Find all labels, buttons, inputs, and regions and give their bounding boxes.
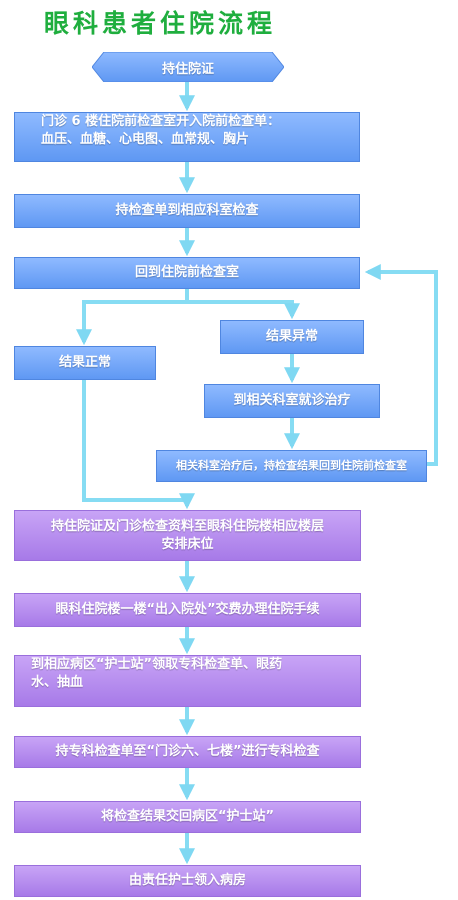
start-node: 持住院证 bbox=[92, 52, 284, 82]
pre-exam-line-2: 血压、血糖、心电图、血常规、胸片 bbox=[41, 132, 250, 147]
arrange-bed-step: 持住院证及门诊检查资料至眼科住院楼相应楼层 安排床位 bbox=[14, 510, 361, 561]
return-results-step: 将检查结果交回病区“护士站” bbox=[14, 801, 361, 833]
pre-exam-step: 门诊 6 楼住院前检查室开入院前检查单： 血压、血糖、心电图、血常规、胸片 bbox=[14, 112, 360, 162]
arrange-bed-line-1: 持住院证及门诊检查资料至眼科住院楼相应楼层 bbox=[50, 518, 324, 534]
pre-exam-line-1: 门诊 6 楼住院前检查室开入院前检查单： bbox=[41, 114, 281, 129]
after-treat-label: 相关科室治疗后，持检查结果回到住院前检查室 bbox=[176, 459, 407, 472]
return-room-label: 回到住院前检查室 bbox=[134, 265, 239, 280]
nurse-station-line-2: 水、抽血 bbox=[31, 675, 84, 690]
admission-label: 眼科住院楼一楼“出入院处”交费办理住院手续 bbox=[55, 602, 320, 617]
treat-dept-step: 到相关科室就诊治疗 bbox=[204, 384, 380, 418]
start-label: 持住院证 bbox=[161, 61, 214, 77]
final-step: 由责任护士领入病房 bbox=[14, 865, 361, 897]
final-label: 由责任护士领入病房 bbox=[128, 873, 246, 888]
arrow-after-to-return bbox=[364, 264, 438, 466]
return-results-label: 将检查结果交回病区“护士站” bbox=[100, 809, 275, 824]
arrange-bed-line-2: 安排床位 bbox=[161, 536, 214, 552]
result-abnormal-step: 结果异常 bbox=[220, 320, 364, 354]
treat-dept-label: 到相关科室就诊治疗 bbox=[233, 393, 351, 408]
page-title: 眼科患者住院流程 bbox=[44, 9, 277, 38]
arrow-return-to-abnormal bbox=[187, 300, 300, 320]
after-treat-step: 相关科室治疗后，持检查结果回到住院前检查室 bbox=[156, 450, 427, 482]
result-normal-step: 结果正常 bbox=[14, 346, 156, 380]
arrow-return-to-normal bbox=[76, 289, 189, 346]
admission-step: 眼科住院楼一楼“出入院处”交费办理住院手续 bbox=[14, 593, 361, 627]
nurse-station-line-1: 到相应病区“护士站”领取专科检查单、眼药 bbox=[31, 657, 283, 672]
to-dept-step: 持检查单到相应科室检查 bbox=[14, 194, 360, 228]
arrow-normal-to-arrange bbox=[82, 380, 195, 510]
special-exam-label: 持专科检查单至“门诊六、七楼”进行专科检查 bbox=[55, 744, 320, 759]
result-normal-label: 结果正常 bbox=[58, 355, 111, 370]
special-exam-step: 持专科检查单至“门诊六、七楼”进行专科检查 bbox=[14, 736, 361, 768]
nurse-station-step: 到相应病区“护士站”领取专科检查单、眼药 水、抽血 bbox=[14, 655, 361, 707]
return-room-step: 回到住院前检查室 bbox=[14, 257, 360, 289]
result-abnormal-label: 结果异常 bbox=[265, 329, 318, 344]
to-dept-label: 持检查单到相应科室检查 bbox=[115, 203, 259, 218]
